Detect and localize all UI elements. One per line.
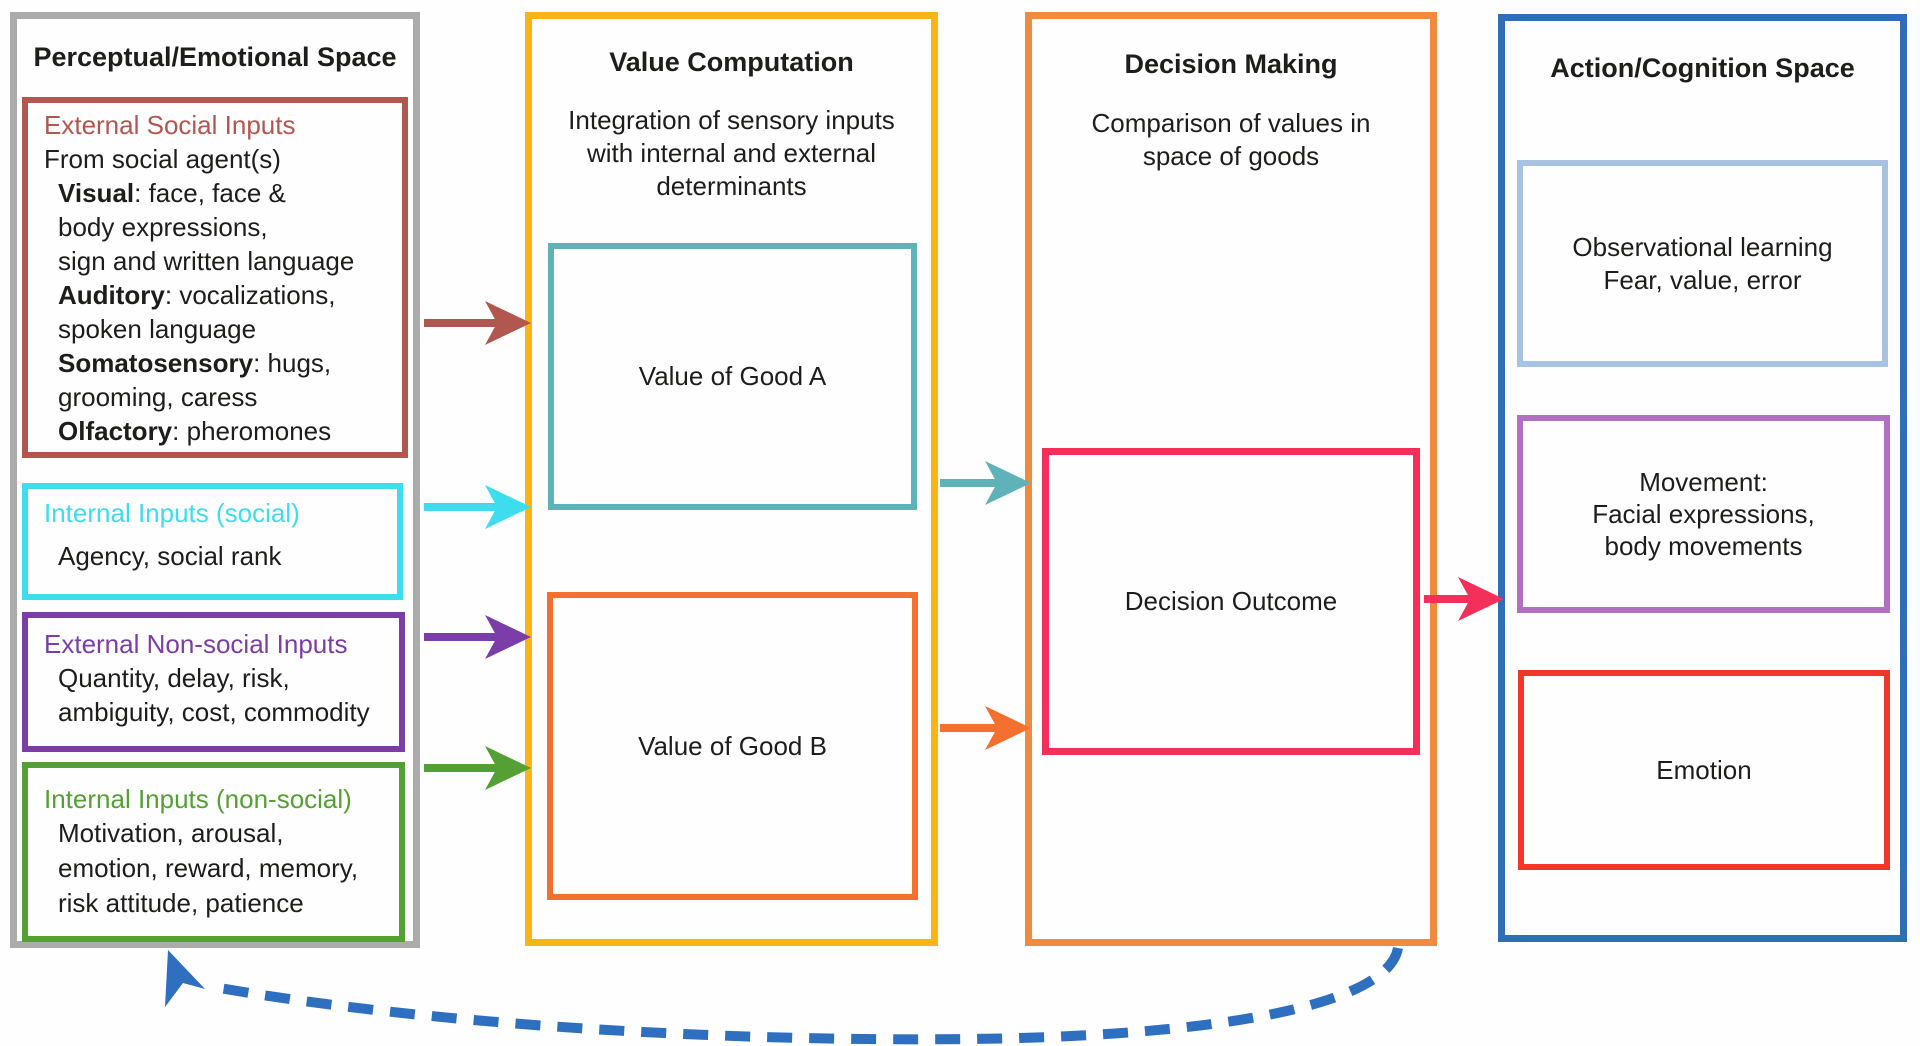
box-title-external-social: External Social Inputs (44, 110, 296, 140)
panel-title-action-cognition: Action/Cognition Space (1550, 53, 1855, 83)
box-value-of-good-b: Value of Good B (547, 592, 918, 900)
external-social-line: grooming, caress (58, 382, 258, 412)
box-value-of-good-a: Value of Good A (548, 243, 917, 510)
panel-title-perceptual: Perceptual/Emotional Space (33, 42, 397, 72)
value-good-b-label: Value of Good B (638, 730, 827, 761)
external-social-line: Visual: face, face & (58, 178, 286, 208)
box-observational-learning: Observational learning Fear, value, erro… (1517, 160, 1888, 367)
external-social-line: sign and written language (58, 246, 355, 276)
box-decision-outcome: Decision Outcome (1042, 448, 1420, 755)
arrow-value-b-to-decision (940, 706, 1031, 750)
value-computation-subtitle: Integration of sensory inputs with inter… (568, 105, 895, 201)
panel-title-value-computation: Value Computation (609, 47, 854, 77)
box-emotion: Emotion (1518, 670, 1890, 870)
panel-title-decision-making: Decision Making (1124, 49, 1338, 79)
box-external-social-inputs: External Social Inputs From social agent… (22, 97, 408, 458)
external-social-intro: From social agent(s) (44, 144, 281, 174)
box-title-external-nonsocial: External Non-social Inputs (44, 629, 348, 659)
box-internal-social-inputs: Internal Inputs (social) Agency, social … (22, 483, 403, 600)
arrow-internal-nonsocial-to-value (424, 746, 531, 790)
external-social-line: Olfactory: pheromones (58, 416, 332, 446)
observational-learning-label: Observational learning Fear, value, erro… (1572, 231, 1833, 295)
internal-social-body: Agency, social rank (58, 541, 282, 571)
arrow-external-nonsocial-to-value (424, 615, 531, 659)
value-good-a-label: Value of Good A (638, 361, 827, 391)
box-title-internal-nonsocial: Internal Inputs (non-social) (44, 784, 352, 814)
external-social-line: Auditory: vocalizations, (58, 280, 336, 310)
box-internal-nonsocial-inputs: Internal Inputs (non-social) Motivation,… (22, 762, 405, 942)
feedback-dashed-arrow (165, 946, 1403, 1045)
arrow-external-social-to-value (424, 301, 531, 345)
external-social-line: spoken language (58, 314, 257, 344)
arrow-value-a-to-decision (940, 461, 1031, 505)
box-movement: Movement: Facial expressions, body movem… (1517, 415, 1890, 613)
external-nonsocial-body: Quantity, delay, risk, ambiguity, cost, … (58, 663, 370, 727)
internal-nonsocial-body: Motivation, arousal, emotion, reward, me… (58, 818, 359, 918)
emotion-label: Emotion (1656, 754, 1752, 785)
box-title-internal-social: Internal Inputs (social) (44, 498, 300, 528)
box-external-nonsocial-inputs: External Non-social Inputs Quantity, del… (22, 612, 405, 752)
external-social-line: body expressions, (58, 212, 268, 242)
decision-making-subtitle: Comparison of values in space of goods (1091, 108, 1371, 171)
movement-label: Movement: Facial expressions, body movem… (1592, 467, 1815, 561)
external-social-line: Somatosensory: hugs, (58, 348, 332, 378)
decision-outcome-label: Decision Outcome (1124, 586, 1338, 616)
arrow-internal-social-to-value (424, 485, 531, 529)
